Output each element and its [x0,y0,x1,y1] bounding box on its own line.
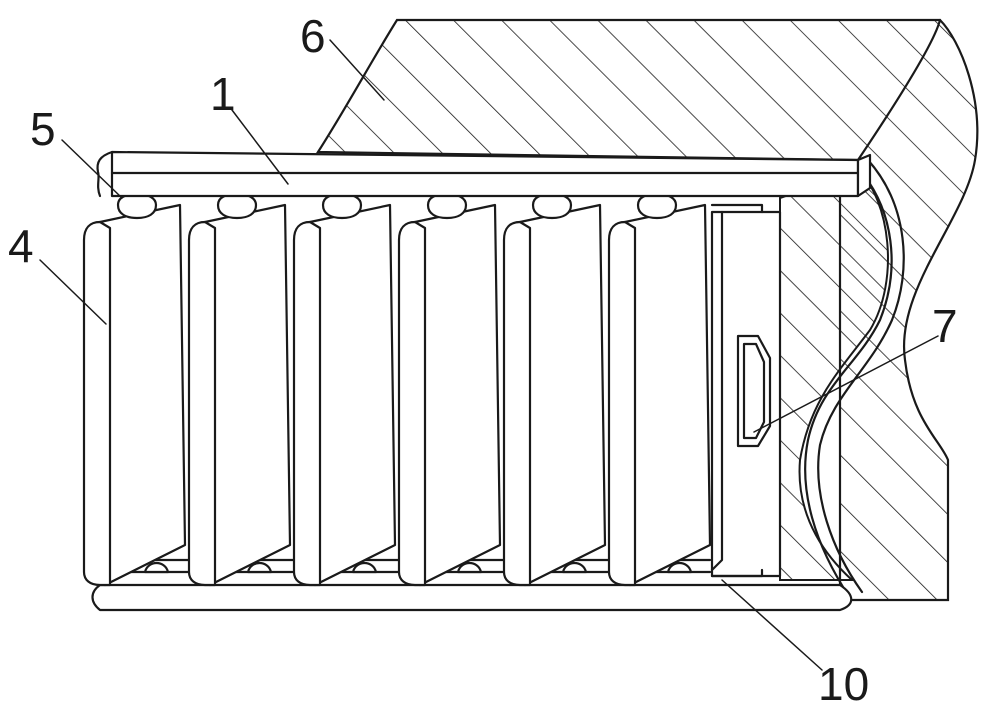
bottom-bumps [143,561,693,574]
card-3 [292,203,397,587]
usb-port [736,334,772,448]
card-6 [607,203,712,587]
top-rail [96,150,872,198]
label-1: 1 [210,68,236,120]
bottom-rail [91,583,853,612]
label-6: 6 [300,10,326,62]
card-5 [502,203,607,587]
label-10: 10 [818,658,869,709]
card-stack [82,203,712,587]
label-4: 4 [8,220,34,272]
leader-lines [39,39,939,671]
card-2 [187,203,292,587]
label-7: 7 [932,300,958,352]
card-4 [397,203,502,587]
card-1 [82,203,187,587]
label-5: 5 [30,103,56,155]
connector-panel [710,203,782,578]
